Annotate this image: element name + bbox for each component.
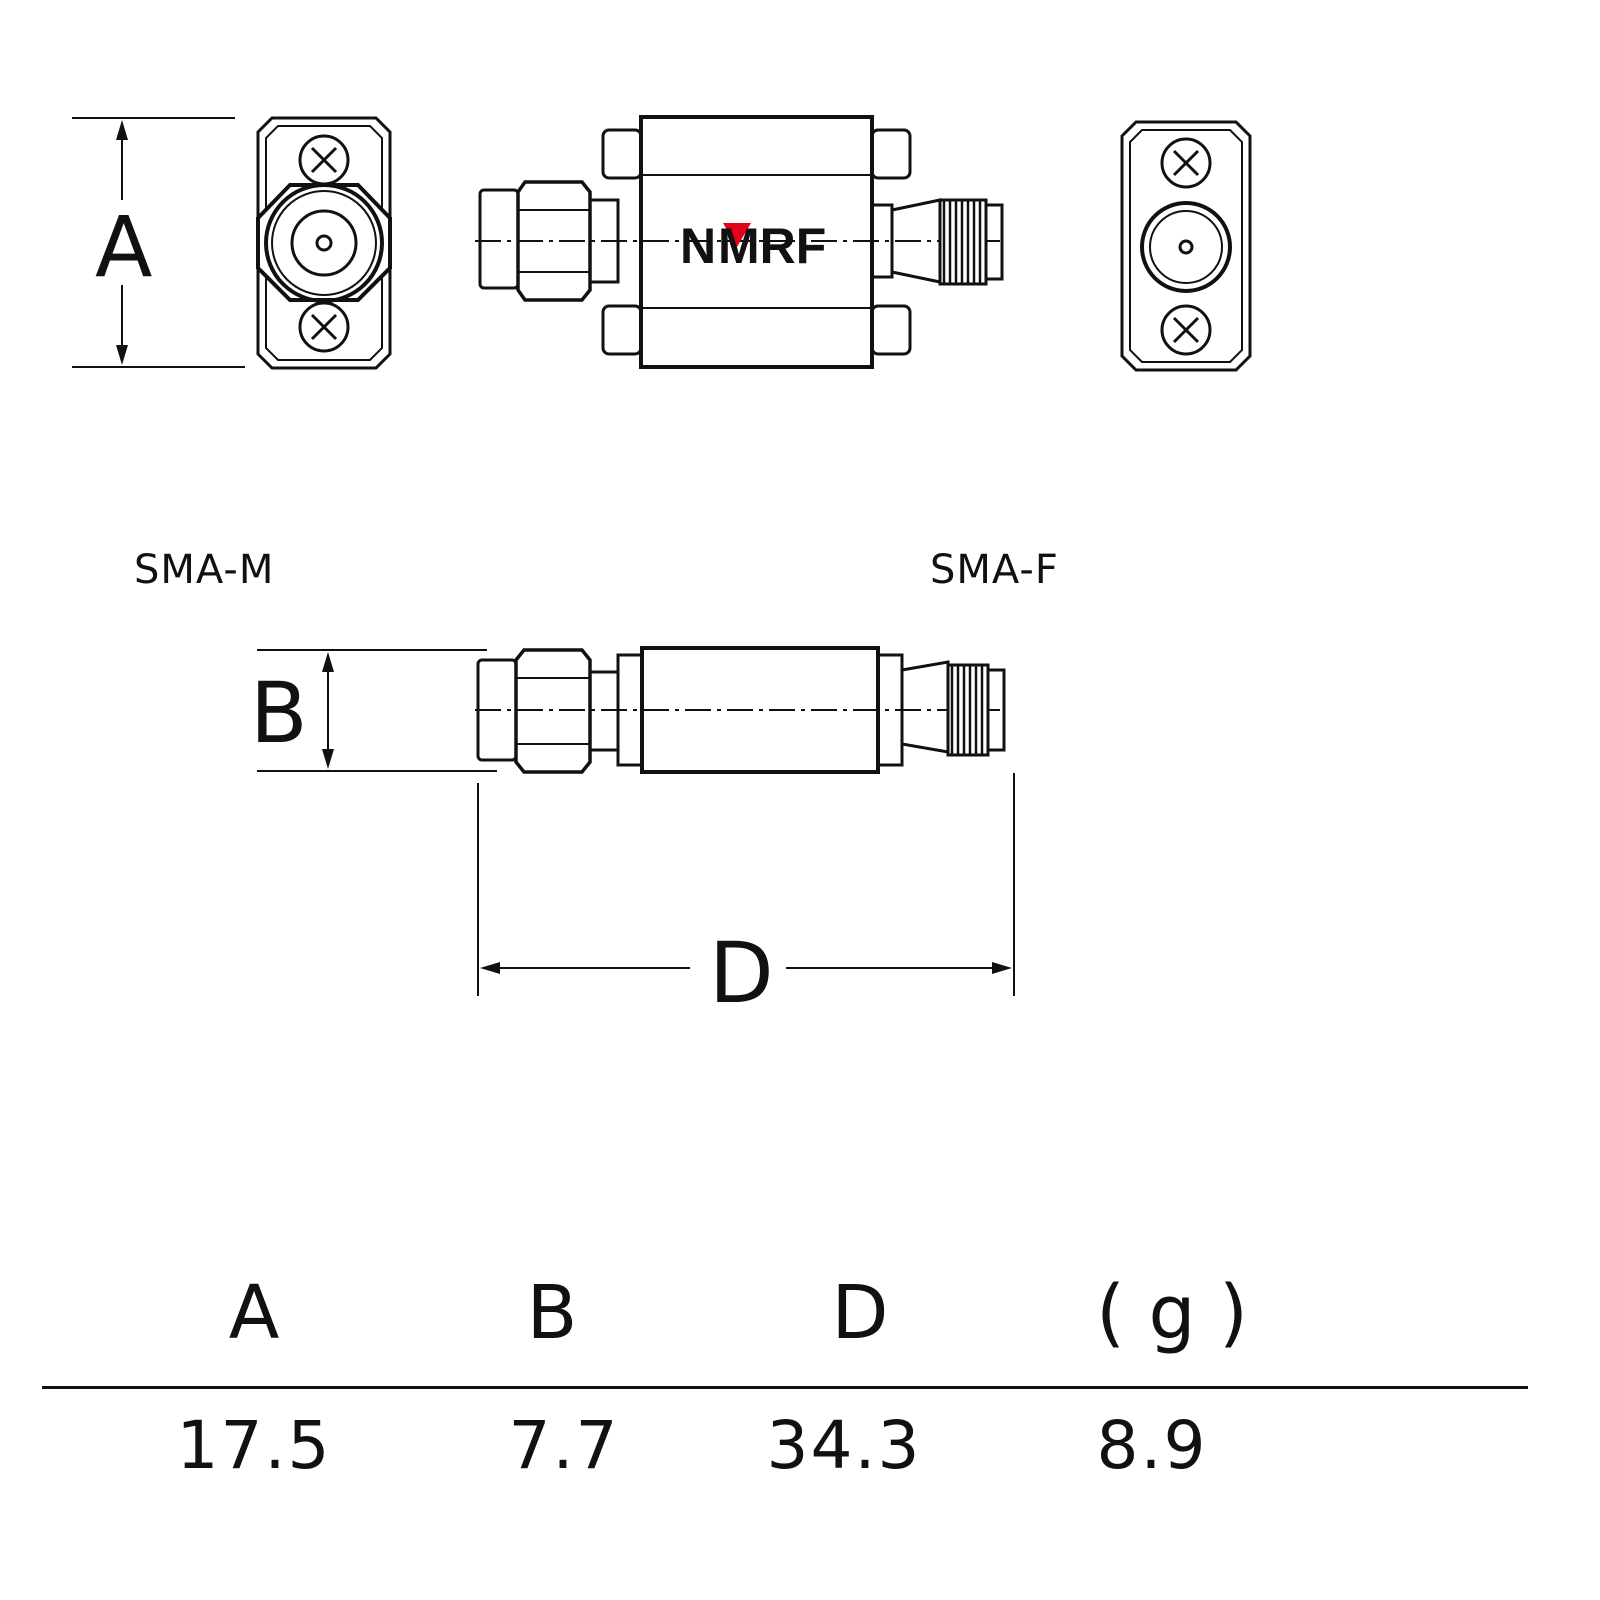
logo-text-right: MRF: [718, 218, 826, 274]
logo-text-left: N: [680, 218, 716, 274]
right-end-view: [1120, 120, 1252, 372]
value-weight: 8.9: [1096, 1407, 1208, 1484]
dimension-b: [257, 649, 497, 772]
nmrf-logo: N MRF: [680, 218, 826, 274]
dimension-label-a: A: [95, 198, 152, 296]
dimension-d: [477, 773, 1015, 996]
mechanical-drawing: N MRF A B D SMA-M SMA-F: [72, 115, 1252, 1022]
spec-table: A B D ( g ) 17.5 7.7 34.3 8.9: [42, 1270, 1528, 1509]
logo-accent-triangle: [723, 223, 751, 247]
spec-table-header: A B D ( g ): [42, 1270, 1528, 1386]
left-end-view: [256, 116, 392, 370]
spec-table-values: 17.5 7.7 34.3 8.9: [42, 1389, 1528, 1509]
header-d: D: [831, 1270, 889, 1356]
dimension-a: [72, 117, 245, 368]
header-weight: ( g ): [1096, 1270, 1248, 1356]
dimension-label-b: B: [250, 664, 308, 762]
connector-label-right: SMA-F: [930, 547, 1059, 593]
connector-label-left: SMA-M: [134, 547, 274, 593]
dimension-label-d: D: [709, 924, 774, 1022]
header-a: A: [228, 1270, 280, 1356]
header-b: B: [526, 1270, 578, 1356]
screw-icon: [298, 134, 350, 186]
screw-icon: [298, 301, 350, 353]
screw-icon: [1160, 304, 1212, 356]
table-divider: [42, 1386, 1528, 1389]
value-a: 17.5: [176, 1407, 332, 1484]
top-view: [475, 115, 1004, 369]
side-view: [475, 646, 1006, 774]
value-b: 7.7: [508, 1407, 620, 1484]
screw-icon: [1160, 137, 1212, 189]
value-d: 34.3: [766, 1407, 922, 1484]
